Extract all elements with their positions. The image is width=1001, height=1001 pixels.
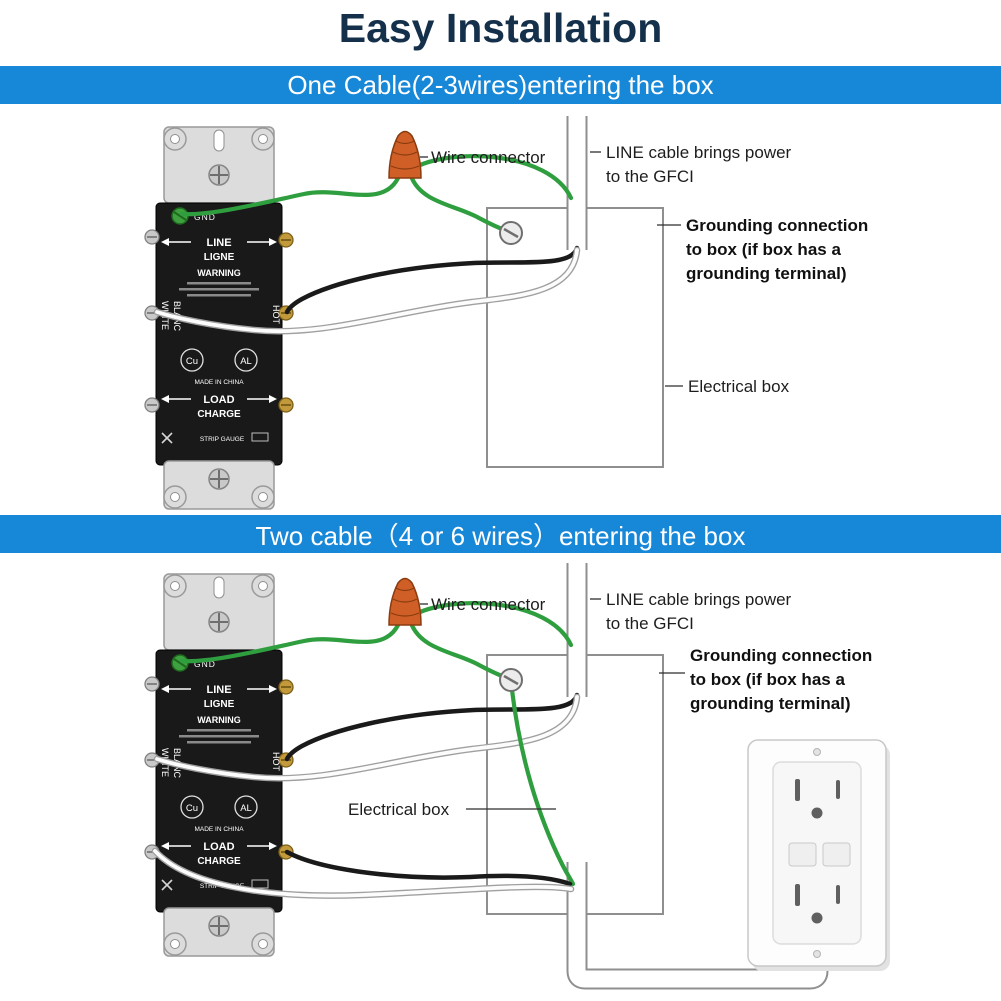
reset-button: [822, 842, 851, 867]
ground-wire-cable: [409, 154, 574, 201]
receptacle-slot: [836, 885, 840, 904]
ground-wire-to-device: [179, 620, 402, 664]
box-grounding-screw: [499, 221, 523, 245]
section-one-banner-text: One Cable(2-3wires)entering the box: [287, 69, 714, 100]
label-grounding-3: grounding terminal): [690, 694, 851, 713]
load-ground-wire: [509, 687, 576, 887]
ground-wire-cable: [409, 601, 574, 648]
diagram-one-cable: GND LINE LIGNE WARNING WHITE BLANC HOT: [144, 113, 868, 510]
gfci-outlet-faceplate: [747, 739, 890, 971]
page-title: Easy Installation: [338, 5, 663, 51]
label-grounding-2: to box (if box has a: [686, 240, 841, 259]
label-line-cable-1: LINE cable brings power: [606, 143, 792, 162]
ground-wire-to-device: [179, 173, 402, 217]
receptacle-slot: [795, 884, 800, 906]
label-grounding-3: grounding terminal): [686, 264, 847, 283]
diagram-two-cable: Wire connector LINE cable brings power t…: [144, 560, 890, 990]
wire-connector-nut: [388, 130, 422, 179]
label-wire-connector: Wire connector: [431, 148, 546, 167]
load-neutral-wire-white: [153, 849, 573, 898]
label-wire-connector: Wire connector: [431, 595, 546, 614]
receptacle-slot: [795, 779, 800, 801]
box-grounding-screw: [499, 668, 523, 692]
label-line-cable-2: to the GFCI: [606, 167, 694, 186]
ground-hole: [811, 912, 823, 924]
label-line-cable-2: to the GFCI: [606, 614, 694, 633]
section-two-banner: Two cable（4 or 6 wires）entering the box: [0, 515, 1001, 553]
load-cable-channel: [566, 858, 829, 990]
label-grounding-1: Grounding connection: [686, 216, 868, 235]
hot-wire-black: [284, 692, 580, 762]
label-grounding-1: Grounding connection: [690, 646, 872, 665]
label-line-cable-1: LINE cable brings power: [606, 590, 792, 609]
section-one-banner: One Cable(2-3wires)entering the box: [0, 66, 1001, 104]
label-electrical-box: Electrical box: [348, 800, 450, 819]
hot-wire-black: [284, 245, 580, 315]
label-grounding-2: to box (if box has a: [690, 670, 845, 689]
label-electrical-box: Electrical box: [688, 377, 790, 396]
test-button: [788, 842, 817, 867]
neutral-wire-white: [155, 248, 579, 334]
ground-hole: [811, 807, 823, 819]
wire-connector-nut: [388, 577, 422, 626]
receptacle-slot: [836, 780, 840, 799]
section-two-banner-text: Two cable（4 or 6 wires）entering the box: [255, 520, 746, 551]
neutral-wire-white: [155, 695, 579, 781]
plate-screw-bottom: [813, 950, 821, 958]
plate-screw-top: [813, 748, 821, 756]
load-hot-wire-black: [284, 849, 573, 887]
